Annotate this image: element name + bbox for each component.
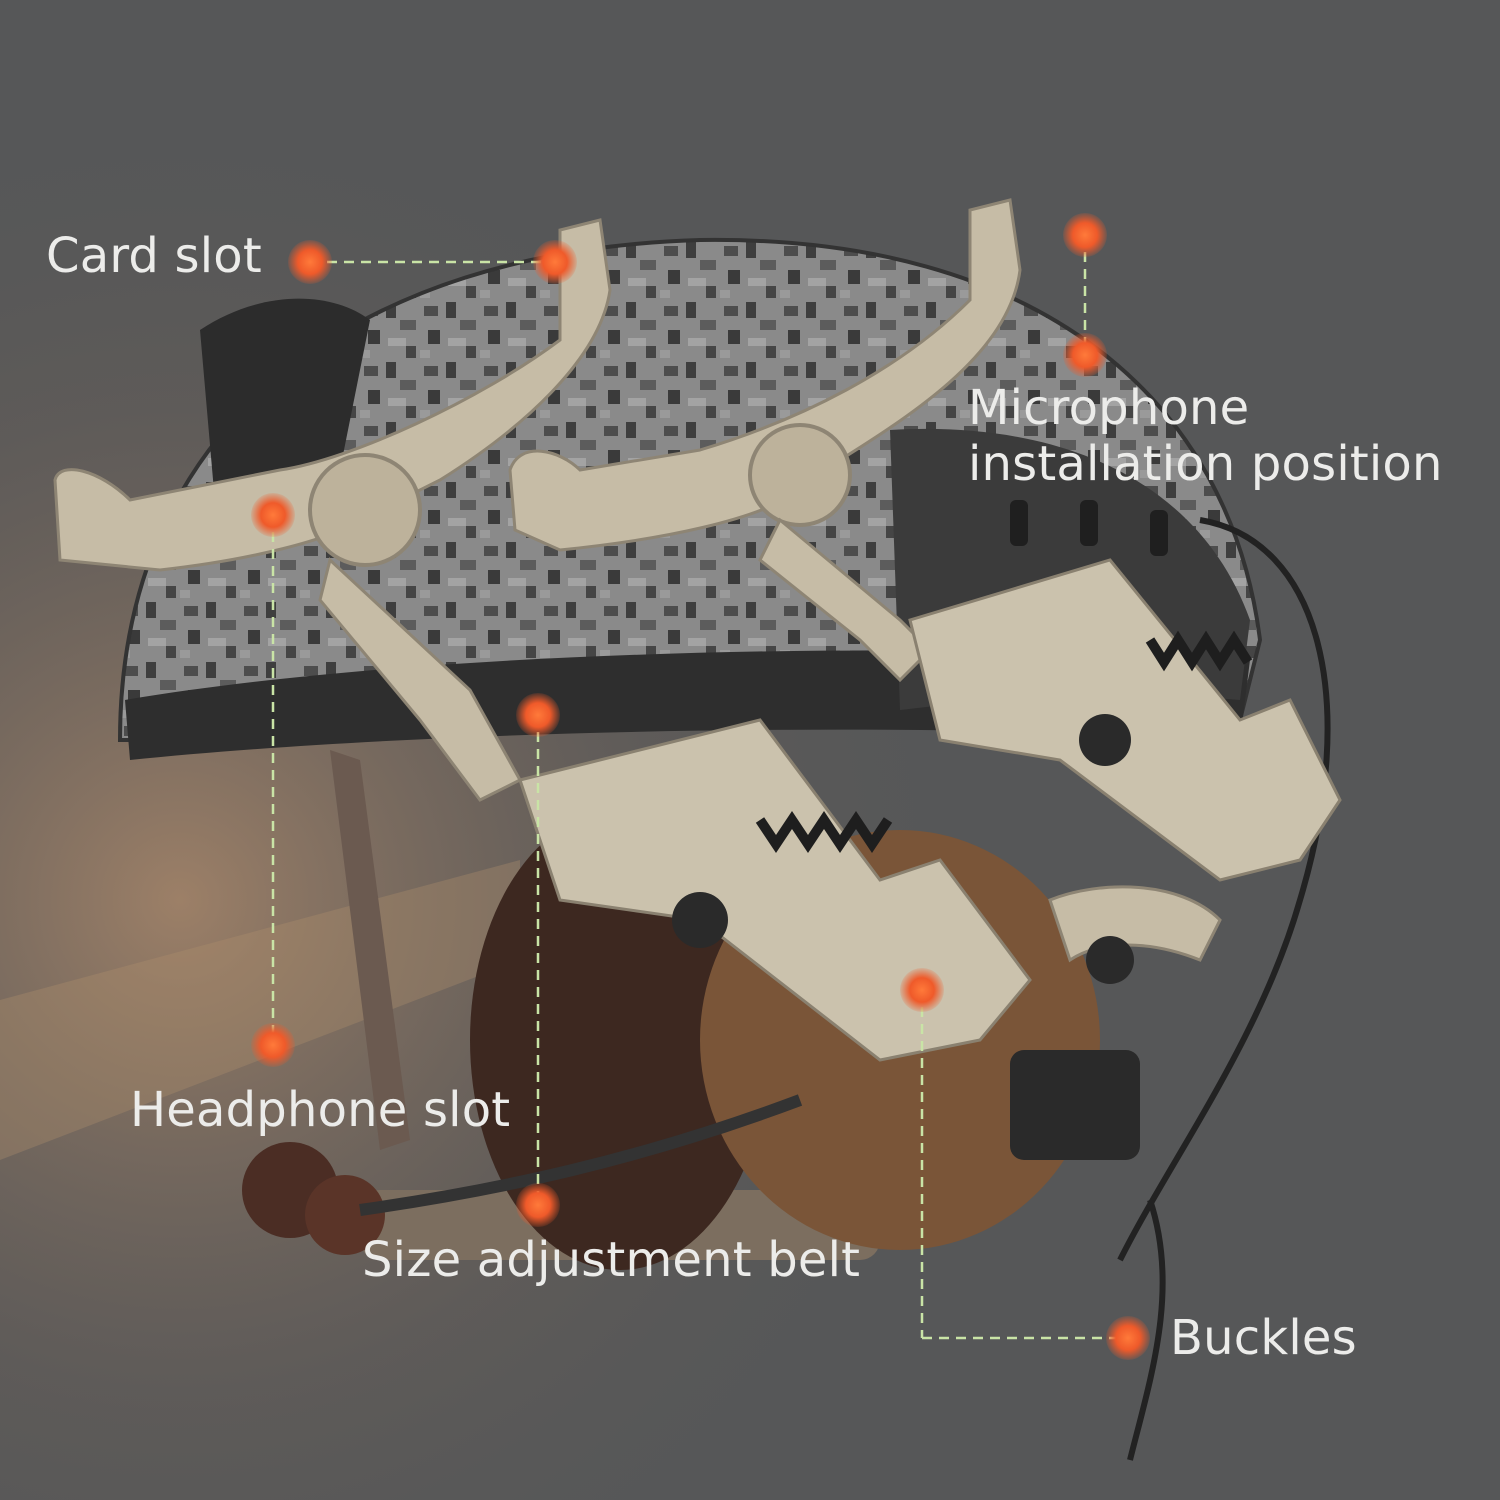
knob: [672, 892, 728, 948]
bracket-hub: [308, 453, 422, 567]
knob: [1086, 936, 1134, 984]
earcup-panel: [1010, 1050, 1140, 1160]
rail-slot: [1080, 500, 1098, 546]
orange-dot-icon: [251, 1023, 295, 1067]
knob: [1079, 714, 1131, 766]
orange-dot-icon: [516, 1183, 560, 1227]
bracket-right: [508, 198, 1342, 984]
bracket-arm: [508, 198, 1022, 552]
mic-boom: [359, 1094, 803, 1216]
leader-lines: [271, 235, 1128, 1340]
orange-dot-icon: [533, 240, 577, 284]
rail-slot: [1010, 500, 1028, 546]
cable: [1127, 1199, 1166, 1461]
label-headphone-slot: Headphone slot: [130, 1082, 511, 1138]
label-microphone-installation-position: Microphone installation position: [968, 380, 1443, 492]
light-streak: [0, 860, 520, 1160]
mount-block: [518, 718, 1032, 1062]
strap-left: [330, 750, 410, 1150]
orange-dot-icon: [900, 968, 944, 1012]
label-buckles: Buckles: [1170, 1310, 1357, 1366]
orange-dot-icon: [288, 240, 332, 284]
bracket-stem: [318, 557, 523, 802]
cable: [1117, 517, 1331, 1262]
label-microphone-line2: installation position: [968, 436, 1443, 492]
orange-dot-icon: [1106, 1316, 1150, 1360]
label-size-adjustment-belt: Size adjustment belt: [362, 1232, 861, 1288]
orange-dot-icon: [1063, 333, 1107, 377]
label-card-slot: Card slot: [46, 228, 262, 284]
spring: [755, 810, 893, 854]
mic-foam: [305, 1175, 385, 1255]
label-microphone-line1: Microphone: [968, 380, 1250, 436]
bracket-left: [53, 218, 1032, 1062]
orange-dot-icon: [516, 693, 560, 737]
bracket-stem: [758, 517, 933, 683]
orange-dot-icon: [251, 493, 295, 537]
orange-dot-icon: [1063, 213, 1107, 257]
markers: [251, 213, 1150, 1360]
spring: [1145, 630, 1253, 672]
bracket-hub: [748, 423, 852, 527]
rail-slot: [1150, 510, 1168, 556]
